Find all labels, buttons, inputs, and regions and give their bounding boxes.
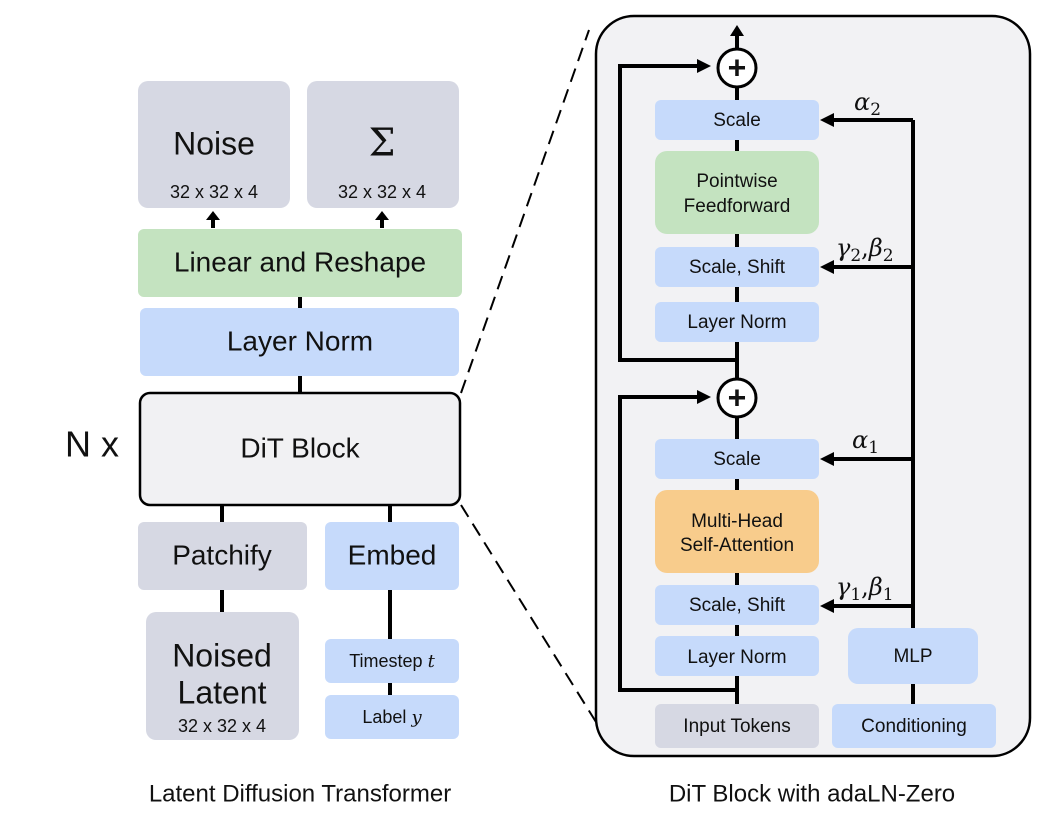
conditioning-label: Conditioning (861, 716, 967, 737)
noise-arrow-head-icon (206, 211, 220, 220)
layer-norm-bottom-label: Layer Norm (687, 647, 786, 668)
attn-line2: Self-Attention (680, 535, 794, 556)
patchify-label: Patchify (172, 539, 272, 570)
sigma-dims: 32 x 32 x 4 (338, 182, 426, 202)
embed-label: Embed (348, 539, 437, 570)
alpha2-arrow-head-icon (820, 113, 834, 127)
scale-shift-top-label: Scale, Shift (689, 257, 786, 278)
mlp-box: MLP (848, 628, 978, 684)
ffn-line2: Feedforward (684, 196, 791, 217)
residual-top-arrow-head-icon (697, 59, 711, 73)
residual-bottom-arrow-head-icon (697, 390, 711, 404)
pointwise-ffn-box: Pointwise Feedforward (655, 151, 819, 234)
layer-norm-top-box: Layer Norm (655, 302, 819, 342)
noised-latent-line1: Noised (172, 637, 272, 673)
noised-latent-dims: 32 x 32 x 4 (178, 716, 266, 736)
scale-shift-bottom-label: Scale, Shift (689, 595, 786, 616)
output-arrow-head-icon (730, 25, 744, 36)
linear-reshape-label: Linear and Reshape (174, 246, 426, 277)
alpha1-arrow-head-icon (820, 452, 834, 466)
input-tokens-label: Input Tokens (683, 716, 790, 737)
zoom-dashed-line-top (460, 29, 590, 394)
timestep-label: Timestep t (349, 651, 435, 672)
scale-top-box: Scale (655, 100, 819, 140)
scale-bottom-box: Scale (655, 439, 819, 479)
attn-line1: Multi-Head (691, 511, 783, 532)
residual-add-bottom: + (716, 377, 758, 419)
timestep-box: Timestep t (325, 639, 459, 683)
input-tokens-box: Input Tokens (655, 704, 819, 748)
class-label-label: Label y (362, 707, 422, 728)
scale-top-label: Scale (713, 110, 761, 131)
layer-norm-bottom-box: Layer Norm (655, 636, 819, 676)
sigma-output-box: Σ 32 x 32 x 4 (307, 81, 459, 208)
conditioning-box: Conditioning (832, 704, 996, 748)
residual-add-top: + (716, 47, 758, 89)
noise-label: Noise (173, 125, 255, 161)
noise-dims: 32 x 32 x 4 (170, 182, 258, 202)
alpha2-label: α2 (854, 88, 881, 120)
gamma2-beta2-label: γ2,β2 (836, 234, 894, 266)
final-layer-norm-label: Layer Norm (227, 325, 373, 356)
repeat-label: N x (65, 424, 119, 465)
noise-output-box: Noise 32 x 32 x 4 (138, 81, 290, 208)
class-label-box: Label y (325, 695, 459, 739)
linear-reshape-box: Linear and Reshape (138, 229, 462, 297)
scale-shift-bottom-box: Scale, Shift (655, 585, 819, 625)
mlp-label: MLP (893, 646, 932, 667)
sigma-arrow-head-icon (375, 211, 389, 220)
dit-block-label: DiT Block (240, 432, 360, 463)
embed-box: Embed (325, 522, 459, 590)
final-layer-norm-box: Layer Norm (140, 308, 459, 376)
layer-norm-top-label: Layer Norm (687, 312, 786, 333)
patchify-box: Patchify (138, 522, 307, 590)
dit-block-box: DiT Block (138, 391, 462, 507)
gamma2-beta2-arrow-head-icon (820, 260, 834, 274)
noised-latent-box: Noised Latent 32 x 32 x 4 (146, 612, 299, 740)
scale-bottom-label: Scale (713, 449, 761, 470)
residual-skip-top (618, 64, 737, 362)
right-caption: DiT Block with adaLN-Zero (669, 780, 955, 807)
gamma1-beta1-label: γ1,β1 (836, 573, 894, 605)
self-attention-box: Multi-Head Self-Attention (655, 490, 819, 573)
sigma-label: Σ (369, 121, 396, 165)
left-caption: Latent Diffusion Transformer (149, 780, 451, 807)
plus-icon: + (728, 379, 747, 415)
scale-shift-top-box: Scale, Shift (655, 247, 819, 287)
noised-latent-line2: Latent (178, 674, 267, 710)
residual-skip-bottom (618, 395, 737, 692)
ffn-line1: Pointwise (696, 171, 777, 192)
plus-icon: + (728, 49, 747, 85)
gamma1-beta1-arrow-head-icon (820, 599, 834, 613)
alpha1-label: α1 (852, 426, 879, 458)
zoom-dashed-line-bottom (460, 504, 597, 723)
